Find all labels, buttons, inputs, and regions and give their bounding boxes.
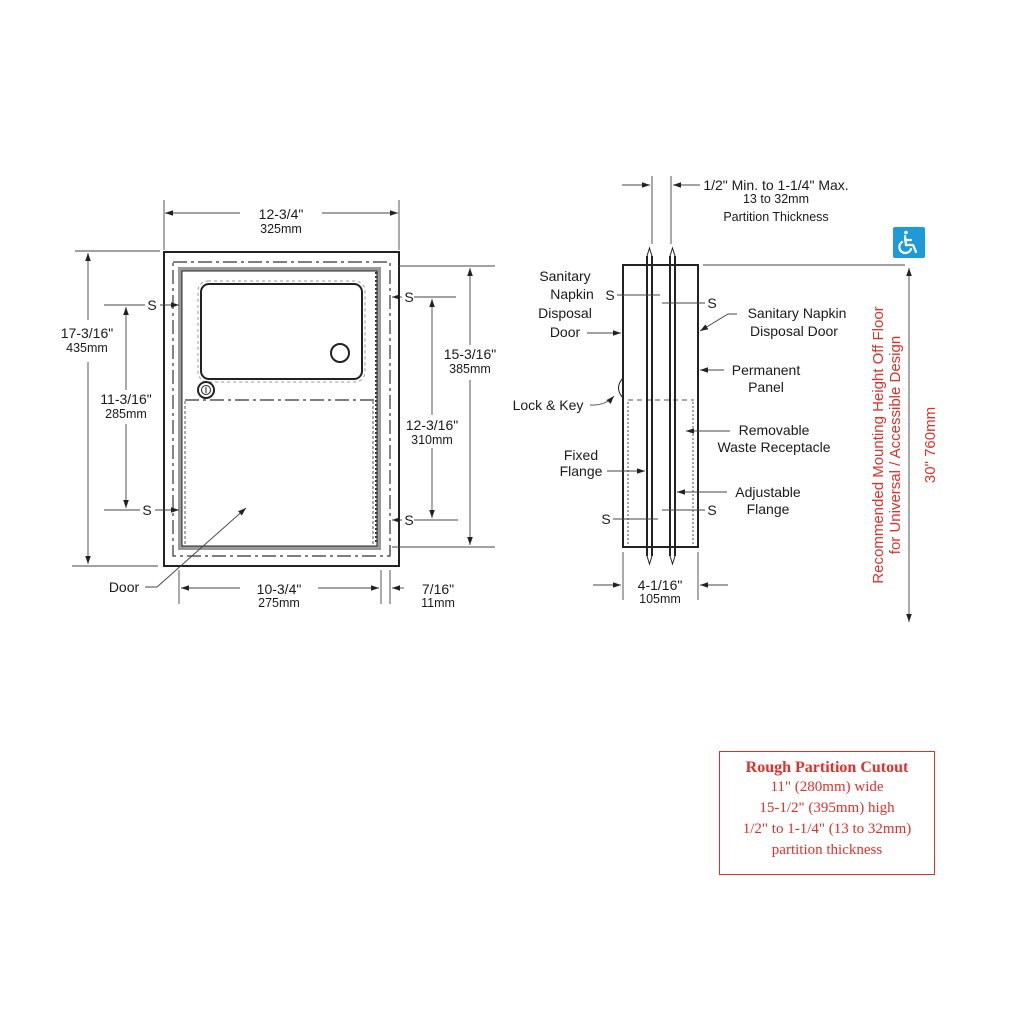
mounting-height-label-line2: for Universal / Accessible Design — [887, 336, 904, 554]
front-view: 12-3/4" 325mm 17-3/16" 435mm 11-3/16" 28… — [61, 200, 496, 610]
partition-thickness-label: Partition Thickness — [723, 210, 828, 224]
partition-thickness-range: 1/2" Min. to 1-1/4" Max. — [703, 177, 848, 193]
inner-width-metric: 275mm — [258, 596, 300, 610]
svg-text:Disposal Door: Disposal Door — [750, 323, 838, 339]
flange-offset-imperial: 7/16" — [422, 581, 454, 597]
right-screw-spacing-metric: 310mm — [411, 433, 453, 447]
lock-key-label: Lock & Key — [513, 395, 615, 413]
screw-marker: S — [404, 512, 413, 528]
svg-text:Adjustable: Adjustable — [735, 484, 801, 500]
svg-text:Lock & Key: Lock & Key — [513, 397, 584, 413]
cabinet-body — [178, 267, 381, 550]
rough-partition-cutout: Rough Partition Cutout 11" (280mm) wide … — [719, 751, 935, 875]
depth-imperial: 4-1/16" — [638, 577, 683, 593]
right-screw-spacing-imperial: 12-3/16" — [406, 417, 458, 433]
door-label: Door — [109, 579, 140, 595]
mounting-height-value: 30" 760mm — [922, 407, 939, 483]
wheelchair-icon — [893, 227, 925, 258]
cutout-height: 15-1/2" (395mm) high — [759, 800, 895, 816]
svg-text:Sanitary Napkin: Sanitary Napkin — [748, 305, 847, 321]
svg-text:Flange: Flange — [560, 463, 603, 479]
side-body — [622, 264, 699, 548]
outer-flange — [163, 251, 400, 567]
screw-marker: S — [404, 289, 413, 305]
svg-text:Napkin: Napkin — [550, 286, 594, 302]
right-door-label: Sanitary Napkin Disposal Door — [699, 305, 847, 339]
svg-text:Fixed: Fixed — [564, 447, 598, 463]
inner-height-metric: 385mm — [449, 362, 491, 376]
screw-marker: S — [707, 295, 716, 311]
napkin-door-panel — [200, 283, 363, 380]
mounting-height: Recommended Mounting Height Off Floor fo… — [870, 227, 939, 622]
svg-text:Disposal: Disposal — [538, 305, 592, 321]
svg-text:Door: Door — [550, 324, 581, 340]
flange-offset-metric: 11mm — [421, 596, 455, 610]
overall-height-imperial: 17-3/16" — [61, 325, 113, 341]
cutout-thickness-label: partition thickness — [771, 842, 883, 858]
cutout-title: Rough Partition Cutout — [745, 759, 909, 776]
cutout-outline — [172, 261, 391, 557]
adjustable-flange — [669, 246, 676, 566]
left-door-label: Sanitary Napkin Disposal Door — [538, 268, 621, 340]
overall-width-metric: 325mm — [260, 222, 302, 236]
fixed-flange — [646, 246, 653, 566]
mounting-height-label-line1: Recommended Mounting Height Off Floor — [870, 306, 887, 583]
depth-metric: 105mm — [639, 592, 681, 606]
overall-height-metric: 435mm — [66, 341, 108, 355]
screw-marker: S — [142, 502, 151, 518]
screw-marker: S — [605, 287, 614, 303]
door-pull-icon — [330, 343, 350, 363]
adjustable-flange-label: Adjustable Flange — [677, 484, 801, 517]
svg-text:Removable: Removable — [739, 422, 810, 438]
partition-thickness-metric: 13 to 32mm — [743, 192, 809, 206]
overall-width-imperial: 12-3/4" — [259, 206, 304, 222]
left-screw-spacing-metric: 285mm — [105, 407, 147, 421]
screw-marker: S — [147, 297, 156, 313]
svg-text:Flange: Flange — [747, 501, 790, 517]
removable-receptacle-label: Removable Waste Receptacle — [686, 422, 831, 455]
left-screw-spacing-imperial: 11-3/16" — [100, 391, 151, 407]
svg-text:Sanitary: Sanitary — [539, 268, 590, 284]
permanent-panel-label: Permanent Panel — [700, 362, 800, 395]
inner-width-imperial: 10-3/4" — [257, 581, 302, 597]
svg-text:Waste Receptacle: Waste Receptacle — [717, 439, 830, 455]
cutout-width: 11" (280mm) wide — [770, 779, 884, 795]
svg-text:Permanent: Permanent — [732, 362, 801, 378]
svg-text:Panel: Panel — [748, 379, 784, 395]
screw-marker: S — [601, 511, 610, 527]
side-view: 1/2" Min. to 1-1/4" Max. 13 to 32mm Part… — [513, 176, 905, 606]
screw-marker: S — [707, 502, 716, 518]
door-leader — [145, 507, 247, 588]
lock-icon — [197, 381, 215, 399]
cutout-thickness: 1/2" to 1-1/4" (13 to 32mm) — [742, 821, 912, 837]
lock-bump — [618, 377, 624, 399]
fixed-flange-label: Fixed Flange — [560, 447, 645, 479]
inner-height-imperial: 15-3/16" — [444, 346, 496, 362]
